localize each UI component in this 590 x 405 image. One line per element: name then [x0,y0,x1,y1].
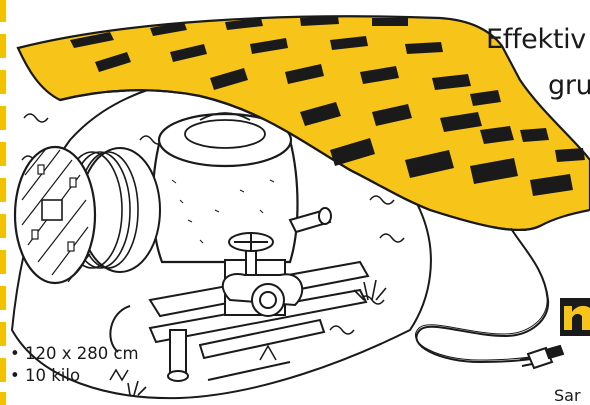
cropped-caption: Sar [554,386,581,405]
spec-weight: • 10 kilo [10,366,81,385]
brand-logo [560,298,590,336]
spec-dimensions: • 120 x 280 cm [10,344,139,363]
cable-reel [13,145,161,285]
power-cable [415,227,561,364]
power-plug-icon [519,344,565,370]
headline-line-1: Effektiv [486,24,586,55]
heating-mat [16,15,590,232]
pipe-assembly [109,207,370,382]
grass-tufts [127,279,387,396]
left-dashed-border [0,0,6,405]
spec-list: • 120 x 280 cm • 10 kilo [10,343,139,387]
headline-line-2: gru [548,70,590,101]
cement-drum [151,112,299,264]
